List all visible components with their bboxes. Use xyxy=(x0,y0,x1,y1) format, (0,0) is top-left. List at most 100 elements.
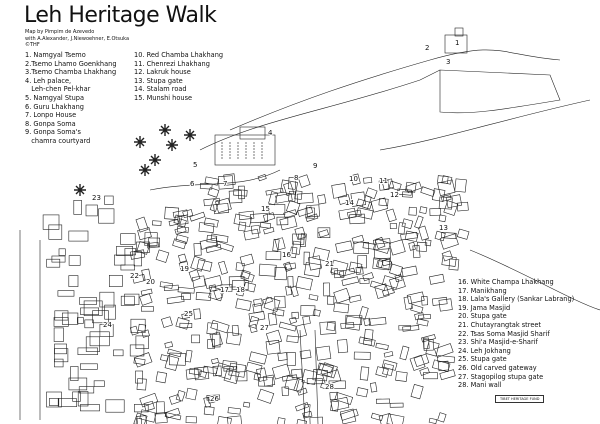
house xyxy=(235,371,248,382)
house xyxy=(211,358,219,365)
house xyxy=(185,368,200,380)
house xyxy=(318,229,330,238)
house xyxy=(130,318,146,333)
house xyxy=(333,287,351,304)
tree-icon xyxy=(159,124,171,136)
house xyxy=(349,213,366,225)
house xyxy=(397,222,406,235)
house xyxy=(441,250,453,262)
house xyxy=(85,204,98,217)
house xyxy=(129,344,145,357)
house xyxy=(113,349,124,357)
house xyxy=(382,275,400,289)
house xyxy=(243,281,256,293)
house xyxy=(172,209,189,218)
house xyxy=(93,380,105,387)
house xyxy=(120,264,136,271)
tree-icon xyxy=(134,136,146,148)
house xyxy=(164,341,174,349)
house xyxy=(309,416,324,424)
house xyxy=(295,323,307,338)
legend-item: 27. Stagopilog stupa gate xyxy=(458,372,544,381)
house xyxy=(248,351,268,365)
house xyxy=(406,291,425,305)
house xyxy=(51,255,66,263)
house xyxy=(408,241,416,251)
house xyxy=(185,387,198,401)
house xyxy=(333,270,345,279)
house xyxy=(77,317,84,324)
house xyxy=(279,215,298,231)
house xyxy=(77,391,89,407)
house xyxy=(57,290,75,297)
tree-icon xyxy=(166,139,178,151)
house xyxy=(243,401,251,408)
house xyxy=(114,254,126,266)
house xyxy=(306,204,320,218)
house xyxy=(213,288,223,300)
house xyxy=(164,407,181,419)
house xyxy=(283,261,293,272)
legend-item: 24. Leh Jokhang xyxy=(458,346,511,355)
house xyxy=(328,380,346,389)
house xyxy=(303,251,310,266)
house xyxy=(355,266,364,275)
house xyxy=(388,180,402,191)
house xyxy=(438,298,453,312)
house xyxy=(331,268,339,275)
house xyxy=(238,185,245,200)
house xyxy=(285,285,293,296)
house xyxy=(54,310,69,321)
legend-item: 8. Gonpa Soma xyxy=(25,119,76,128)
house xyxy=(240,271,255,283)
house xyxy=(295,275,313,291)
house xyxy=(77,347,98,355)
house xyxy=(53,317,69,327)
map-label: 1 xyxy=(455,39,459,47)
house xyxy=(203,197,221,207)
house xyxy=(168,394,181,405)
house xyxy=(198,222,215,233)
house xyxy=(212,365,222,377)
house xyxy=(357,255,368,269)
house xyxy=(141,268,151,281)
house xyxy=(276,216,289,226)
house xyxy=(58,248,66,256)
house xyxy=(199,182,213,190)
house xyxy=(329,391,339,401)
house xyxy=(421,295,428,306)
house xyxy=(404,230,419,243)
map-label: 25 xyxy=(184,310,193,318)
house xyxy=(225,331,242,346)
house xyxy=(382,363,394,377)
house xyxy=(68,275,79,287)
namgyal-tsemo-building xyxy=(444,34,468,54)
house xyxy=(437,355,455,364)
house xyxy=(53,327,64,342)
house xyxy=(265,251,282,261)
house xyxy=(398,324,411,331)
house xyxy=(245,361,263,375)
house xyxy=(375,342,389,351)
house xyxy=(232,280,249,290)
house xyxy=(363,176,373,184)
map-label: 5 xyxy=(193,161,197,169)
house xyxy=(218,260,228,275)
house xyxy=(135,370,143,384)
house xyxy=(184,349,193,363)
legend-item: 21. Chutayrangtak street xyxy=(458,320,542,329)
legend-item: 28. Mani wall xyxy=(458,381,502,390)
hill-outline xyxy=(149,169,281,191)
house xyxy=(383,351,394,358)
house xyxy=(268,191,279,206)
map-label: 3 xyxy=(446,58,450,66)
house xyxy=(437,175,449,184)
street-line xyxy=(19,230,41,420)
house xyxy=(362,337,373,346)
house xyxy=(124,248,136,256)
house xyxy=(98,208,115,224)
house xyxy=(210,233,229,243)
house xyxy=(401,265,418,278)
house xyxy=(137,227,152,241)
